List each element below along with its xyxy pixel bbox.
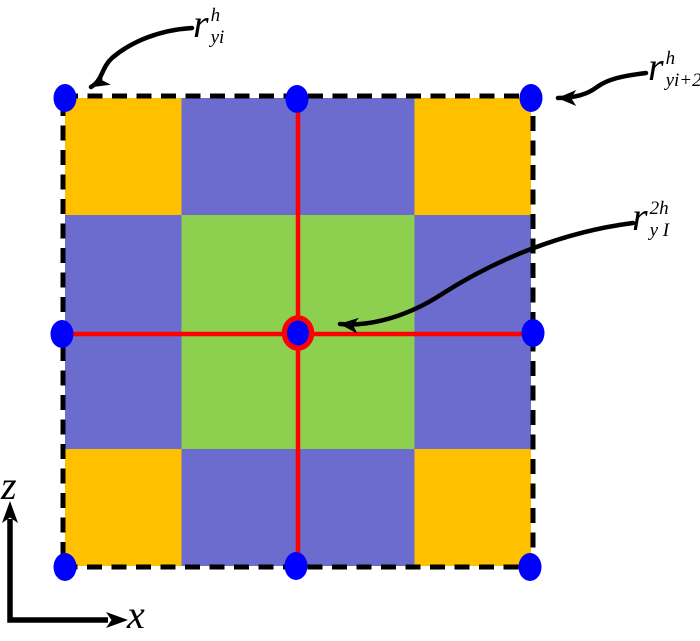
label-scripts: h yi (211, 6, 225, 47)
label-subscript: yi (210, 27, 225, 48)
grid-node-dot-bottom-left (53, 553, 77, 581)
grid-cell (181, 98, 298, 215)
grid-node-dot-top-middle (285, 85, 309, 113)
label-superscript: h (210, 5, 221, 26)
grid-cell (65, 332, 182, 449)
grid-node-dot-middle-right (521, 319, 545, 347)
coarse-node-dot (287, 320, 309, 346)
grid-cell (414, 449, 531, 566)
coarse-node-ring (281, 315, 315, 351)
grid-cell (298, 215, 415, 332)
label-residual-yi: r h yi (193, 1, 225, 48)
axis-lines (7, 519, 108, 623)
leader-arrow-top-left (88, 25, 195, 90)
grid-cell (181, 215, 298, 332)
label-subscript: yi+2 (665, 70, 700, 91)
label-superscript: h (665, 48, 676, 69)
leader-arrow-center (337, 220, 636, 334)
axis-arrowhead-up-icon (2, 501, 18, 523)
grid-node-dot-bottom-middle (284, 552, 308, 580)
leader-arrow-top-right (555, 70, 649, 106)
grid-cell (181, 449, 298, 566)
grid-cell (298, 449, 415, 566)
axis-label-x: x (127, 592, 145, 637)
grid-cell (414, 98, 531, 215)
label-base: r (632, 194, 648, 239)
grid-node-dot-top-left (53, 84, 77, 112)
label-superscript: 2h (649, 198, 669, 219)
grid-node-dot-top-right (519, 84, 543, 112)
label-subscript: y I (649, 220, 670, 241)
grid-cell (65, 449, 182, 566)
label-residual-coarse: r 2h y I (632, 194, 670, 241)
grid-node-dot-bottom-right (518, 553, 542, 581)
label-scripts: h yi+2 (666, 49, 700, 90)
grid-cell (181, 332, 298, 449)
axis-label-z: z (1, 463, 17, 508)
grid-cell (298, 98, 415, 215)
grid-cell (65, 215, 182, 332)
grid-node-dot-middle-left (50, 320, 74, 348)
label-residual-yi2: r h yi+2 (648, 44, 700, 91)
grid-cell (414, 332, 531, 449)
label-base: r (193, 1, 209, 46)
axis-arrowhead-right-icon (106, 612, 128, 628)
label-scripts: 2h y I (650, 199, 670, 240)
grid-cell (298, 332, 415, 449)
cell-grid (65, 98, 531, 566)
label-base: r (648, 44, 664, 89)
grid-cell (65, 98, 182, 215)
